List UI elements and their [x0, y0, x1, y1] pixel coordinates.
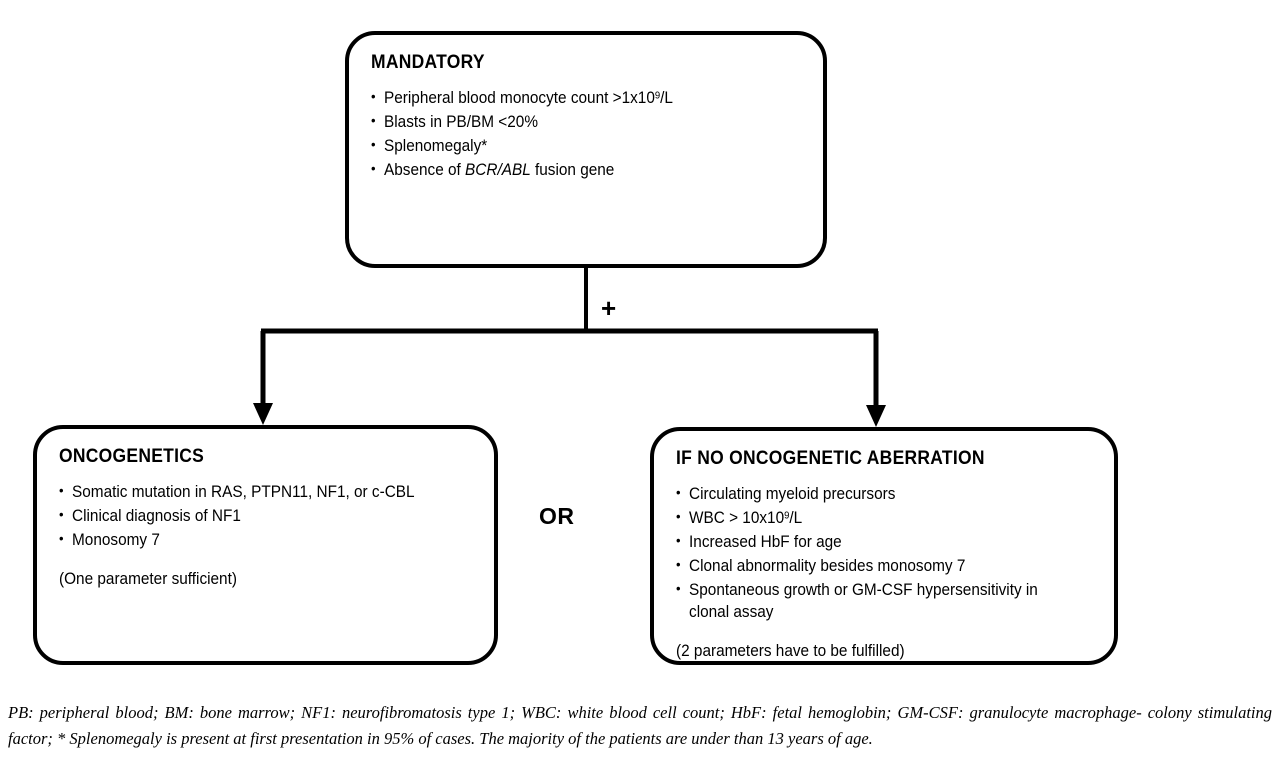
figure-footnote: PB: peripheral blood; BM: bone marrow; N… — [8, 703, 1272, 748]
superscript: 9 — [784, 510, 790, 522]
list-item: Blasts in PB/BM <20% — [371, 111, 771, 134]
bullet-tail: /L — [789, 508, 803, 527]
bullet-tail: /L — [660, 88, 673, 107]
or-operator: OR — [539, 503, 575, 529]
plus-operator: + — [601, 293, 617, 323]
mandatory-box-title: MANDATORY — [371, 52, 485, 73]
list-item: Circulating myeloid precursors — [676, 483, 1063, 506]
bullet-text: Spontaneous growth or GM-CSF hypersensit… — [689, 580, 1038, 621]
bullet-text-prefix: Absence of — [384, 160, 466, 179]
list-item: Monosomy 7 — [59, 529, 443, 552]
list-item: Somatic mutation in RAS, PTPN11, NF1, or… — [59, 481, 443, 504]
mandatory-bullet-list: Peripheral blood monocyte count >1x109/L… — [371, 87, 801, 182]
oncogenetics-bullet-list: Somatic mutation in RAS, PTPN11, NF1, or… — [59, 481, 472, 552]
list-item: Spontaneous growth or GM-CSF hypersensit… — [676, 579, 1063, 624]
list-item: Peripheral blood monocyte count >1x109/L — [371, 87, 771, 110]
arrowhead-left — [253, 403, 273, 425]
superscript: 9 — [654, 90, 661, 102]
oncogenetics-box-title: ONCOGENETICS — [59, 446, 205, 467]
bullet-text: Splenomegaly* — [384, 136, 488, 155]
no-aberration-note: (2 parameters have to be fulfilled) — [676, 641, 905, 660]
no-aberration-box-title: IF NO ONCOGENETIC ABERRATION — [676, 448, 985, 469]
list-item: WBC > 10x109/L — [676, 507, 1063, 530]
list-item: Increased HbF for age — [676, 531, 1063, 554]
bullet-text: Clonal abnormality besides monosomy 7 — [689, 556, 966, 575]
bullet-text: Somatic mutation in RAS, PTPN11, NF1, or… — [72, 482, 415, 501]
bullet-text-suffix: fusion gene — [530, 160, 615, 179]
no-aberration-bullet-list: Circulating myeloid precursors WBC > 10x… — [676, 483, 1092, 624]
mandatory-criteria-box: MANDATORY Peripheral blood monocyte coun… — [345, 31, 827, 268]
oncogenetics-note: (One parameter sufficient) — [59, 569, 237, 588]
bullet-text: Peripheral blood monocyte count >1x10 — [384, 88, 655, 107]
bullet-text: Circulating myeloid precursors — [689, 484, 896, 503]
no-oncogenetic-aberration-box: IF NO ONCOGENETIC ABERRATION Circulating… — [650, 427, 1118, 665]
list-item: Absence of BCR/ABL fusion gene — [371, 159, 771, 182]
list-item: Clonal abnormality besides monosomy 7 — [676, 555, 1063, 578]
gene-name-italic: BCR/ABL — [465, 160, 531, 179]
oncogenetics-criteria-box: ONCOGENETICS Somatic mutation in RAS, PT… — [33, 425, 498, 665]
bullet-text: WBC > 10x10 — [689, 508, 785, 527]
list-item: Clinical diagnosis of NF1 — [59, 505, 443, 528]
bullet-text: Increased HbF for age — [689, 532, 842, 551]
list-item: Splenomegaly* — [371, 135, 771, 158]
bullet-text: Blasts in PB/BM <20% — [384, 112, 538, 131]
bullet-text: Monosomy 7 — [72, 530, 160, 549]
arrowhead-right — [866, 405, 886, 427]
bullet-text: Clinical diagnosis of NF1 — [72, 506, 241, 525]
